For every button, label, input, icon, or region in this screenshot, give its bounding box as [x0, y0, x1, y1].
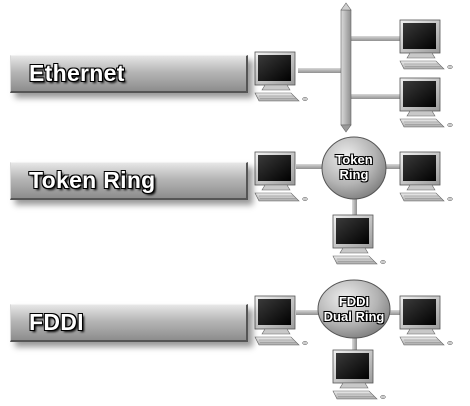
token-ring-topology	[254, 136, 453, 265]
ethernet-topology	[254, 2, 453, 133]
fddi-topology	[254, 279, 453, 400]
fddi-label-bar: FDDI	[10, 304, 248, 342]
computer-workstation-icon	[399, 19, 453, 70]
fddi-cable	[388, 310, 402, 315]
token-ring-hub-label-line2: Ring	[339, 167, 369, 182]
fddi-hub-label-line1: FDDI	[338, 294, 370, 309]
token-ring-cable	[296, 164, 326, 169]
token-ring-cable	[382, 164, 402, 169]
computer-workstation-icon	[254, 151, 308, 202]
ring-hub-icon	[317, 279, 391, 339]
token-ring-label: Token Ring	[29, 167, 156, 193]
ethernet-label-bar: Ethernet	[10, 55, 248, 93]
fddi-cable	[352, 336, 357, 352]
fddi-label: FDDI	[29, 309, 84, 335]
fddi-cable	[296, 310, 320, 315]
computer-workstation-icon	[399, 77, 453, 128]
computer-workstation-icon	[254, 51, 308, 102]
computer-workstation-icon	[399, 295, 453, 346]
computer-workstation-icon	[254, 295, 308, 346]
token-ring-hub-label-line1: Token	[335, 152, 373, 167]
ring-hub-icon	[321, 136, 387, 200]
computer-workstation-icon	[332, 214, 386, 265]
computer-workstation-icon	[332, 349, 386, 400]
token-ring-hub-label: Token Ring	[322, 152, 386, 182]
ethernet-cable	[350, 94, 402, 99]
bus-backbone	[340, 9, 352, 126]
ethernet-cable	[298, 68, 343, 73]
fddi-hub-label-line2: Dual Ring	[323, 309, 385, 324]
token-ring-cable	[352, 196, 357, 218]
bus-end-cap	[340, 2, 352, 11]
bus-end-cap	[340, 124, 352, 133]
ethernet-cable	[350, 36, 402, 41]
computer-workstation-icon	[399, 151, 453, 202]
fddi-hub-label: FDDI Dual Ring	[318, 294, 390, 324]
ethernet-label: Ethernet	[29, 60, 125, 86]
token-ring-label-bar: Token Ring	[10, 162, 248, 200]
